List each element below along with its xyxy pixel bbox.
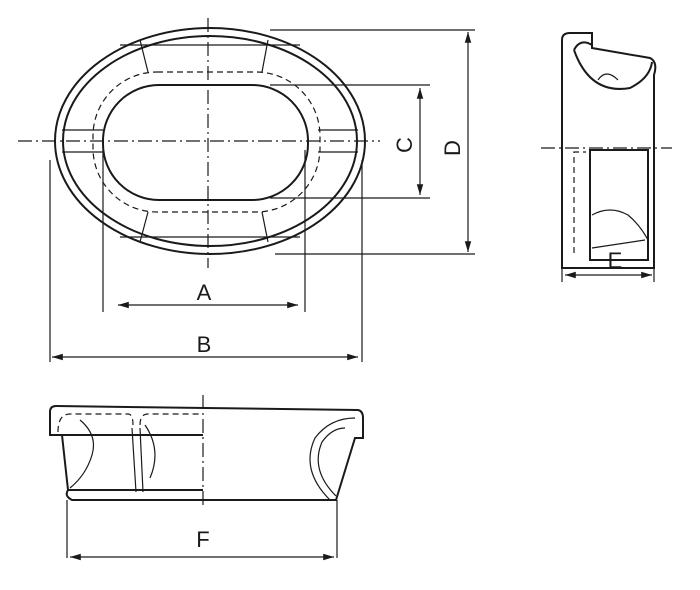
dimension-b-label: B bbox=[197, 332, 212, 357]
front-outline bbox=[49, 404, 364, 501]
ribs bbox=[120, 39, 300, 243]
dimension-f-label: F bbox=[196, 527, 209, 552]
front-view: F bbox=[49, 395, 364, 561]
dimension-c-label: C bbox=[392, 137, 417, 153]
side-outline bbox=[561, 32, 657, 269]
side-view: E bbox=[541, 32, 672, 282]
side-lip bbox=[573, 41, 653, 90]
top-view: A B C D bbox=[18, 18, 475, 362]
side-bars bbox=[62, 129, 358, 153]
dimension-a-label: A bbox=[197, 280, 212, 305]
dimension-e-label: E bbox=[608, 248, 623, 273]
hidden-flange bbox=[92, 71, 321, 213]
dimension-d-label: D bbox=[440, 140, 465, 156]
side-channel bbox=[589, 149, 649, 261]
opening bbox=[102, 84, 309, 201]
